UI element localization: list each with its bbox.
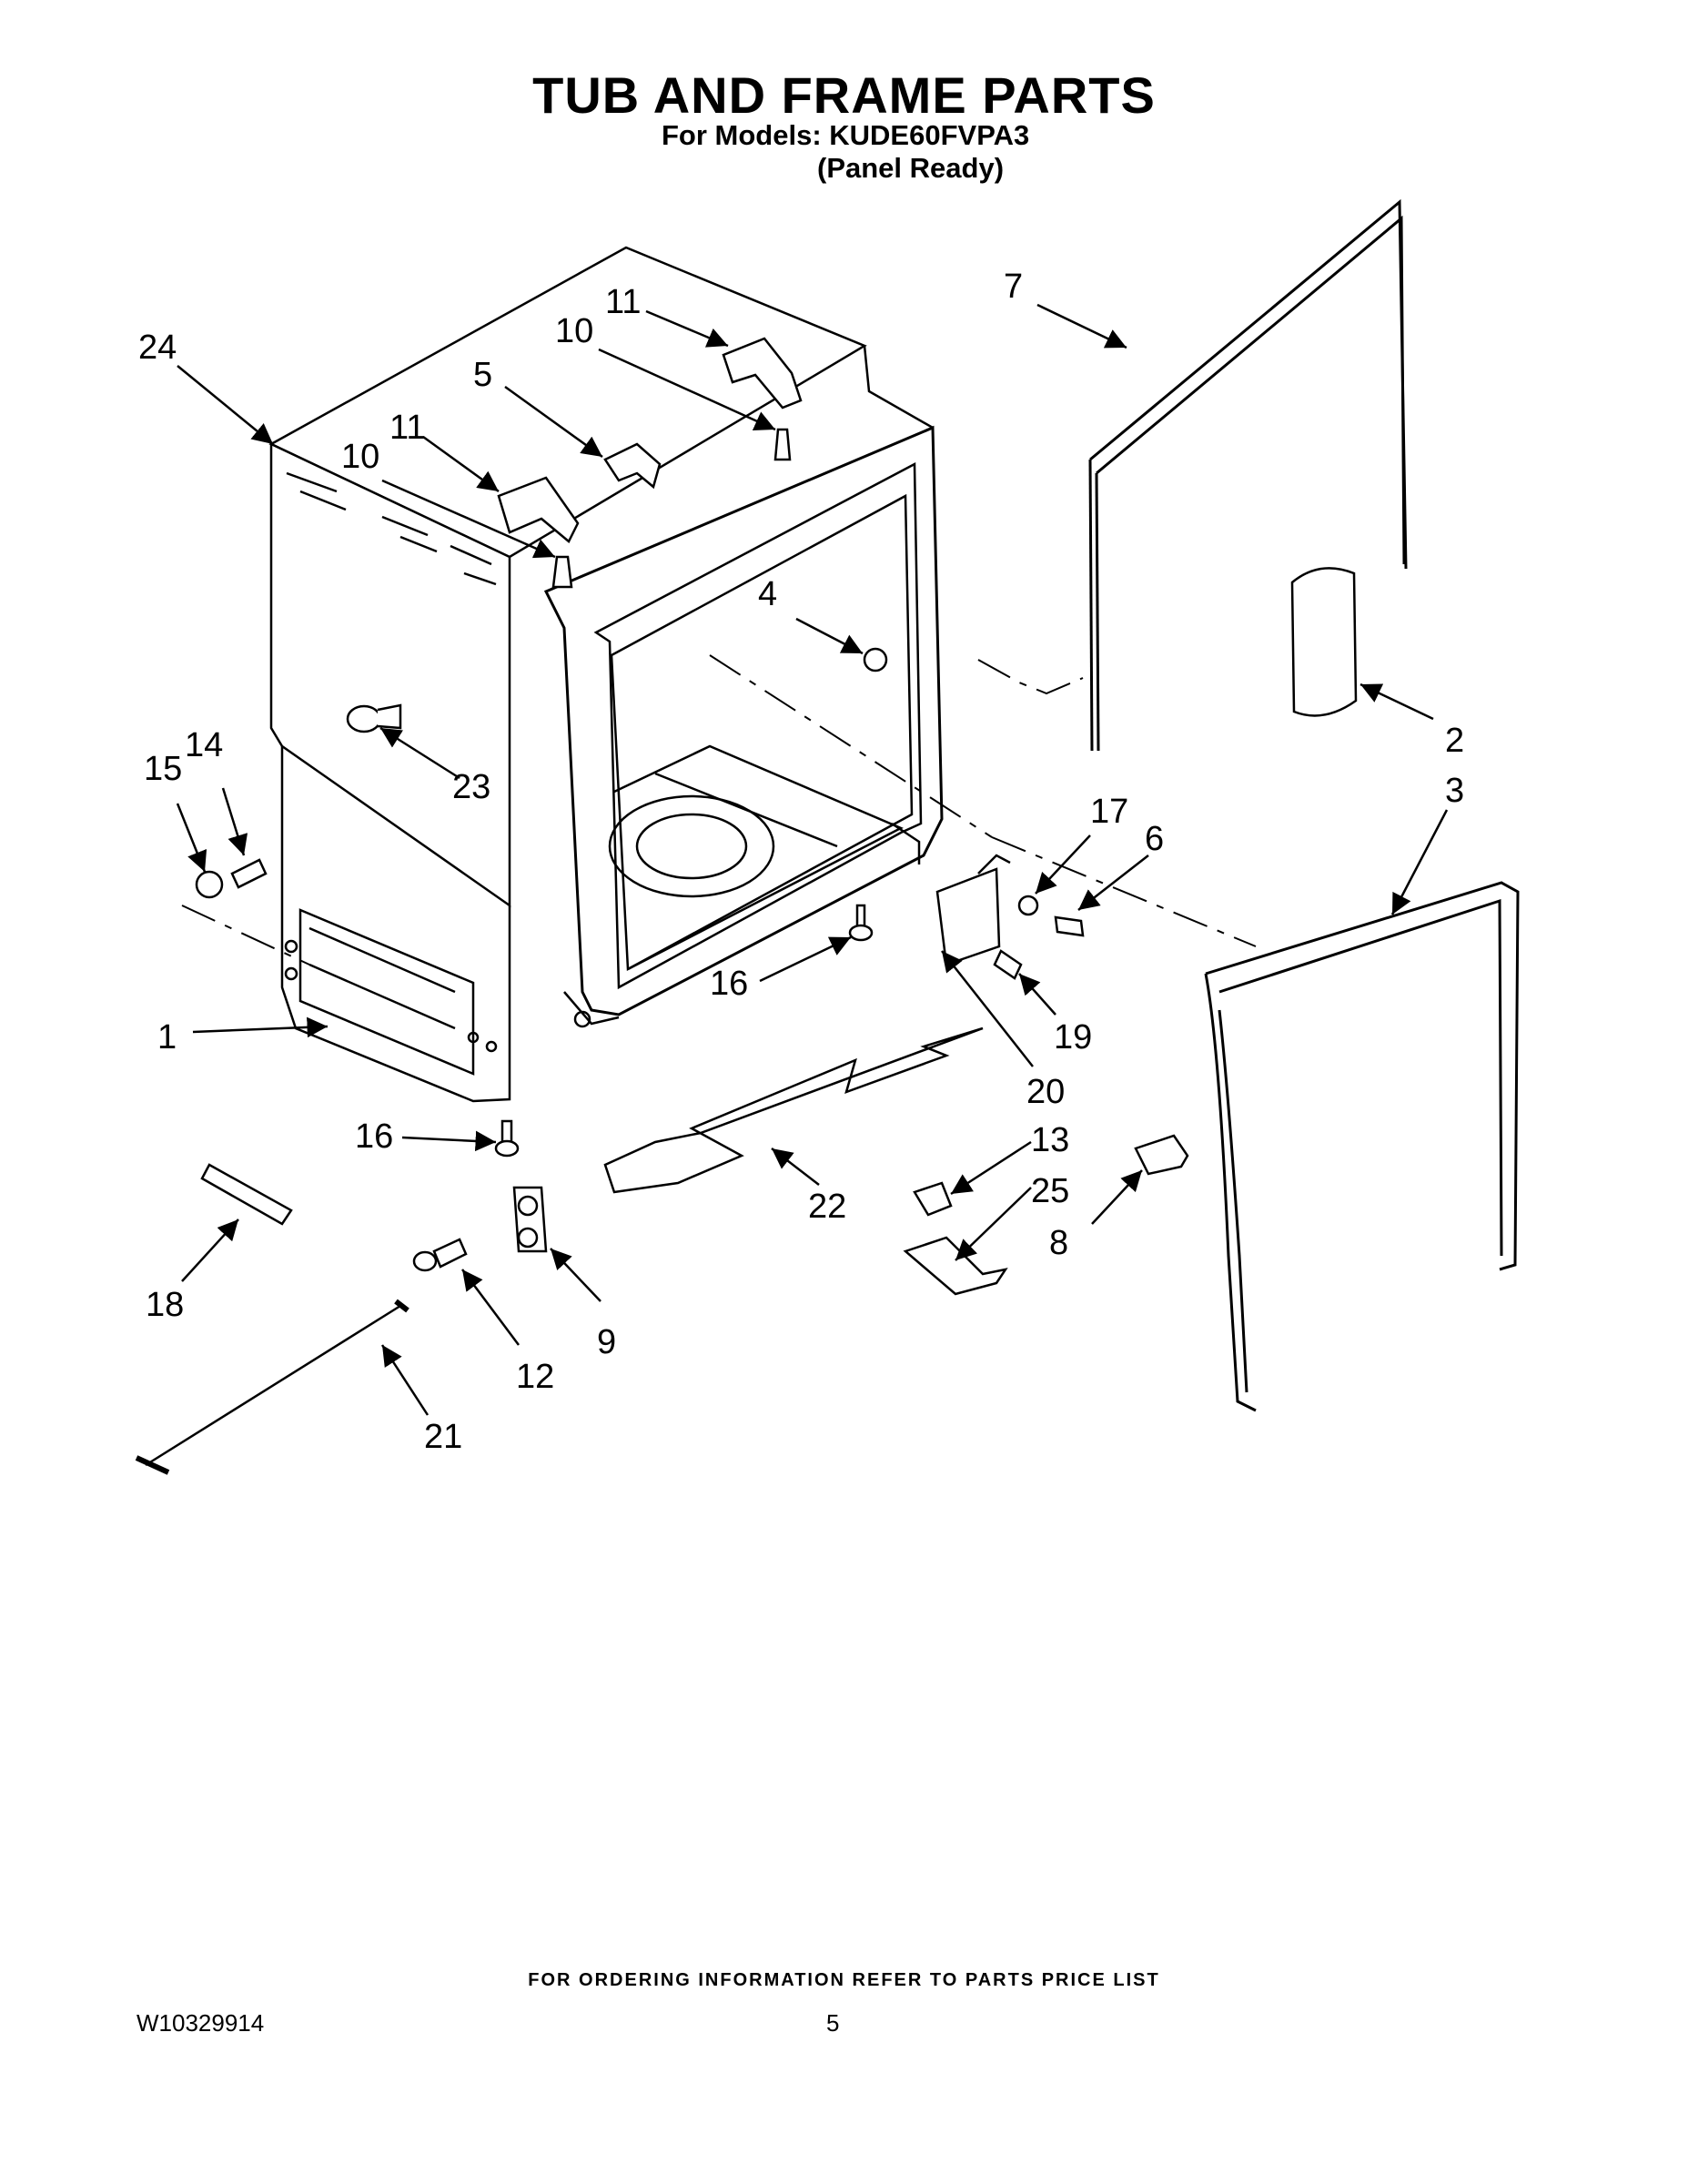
part-bracket-13 [913,1181,953,1217]
part-screw-left [551,555,573,589]
callout-4: 4 [758,575,777,613]
part-foot-16b [494,1119,520,1158]
leader-lines [176,303,1449,1416]
callout-5: 5 [473,356,492,394]
callout-labels: 24 11 10 5 11 10 7 4 2 3 15 14 23 17 6 1… [138,268,1464,1456]
callout-10-top: 10 [555,312,593,350]
callout-6: 6 [1145,820,1164,858]
callout-11-left: 11 [389,409,425,447]
callout-18: 18 [146,1286,184,1324]
callout-22: 22 [808,1188,846,1226]
part-washer-17 [1017,895,1039,916]
models-line: For Models: KUDE60FVPA3 [662,119,1030,151]
callout-10-left: 10 [341,438,379,476]
callout-24: 24 [138,329,177,367]
callout-9: 9 [597,1323,616,1361]
variant-line: (Panel Ready) [817,152,1005,184]
callout-2: 2 [1445,722,1464,760]
callout-16-lower: 16 [355,1117,393,1156]
part-bracket-20 [935,854,1011,966]
part-screw-6 [1054,915,1085,937]
callout-3: 3 [1445,772,1464,810]
callout-8: 8 [1049,1224,1068,1262]
part-seal-7 [1088,198,1408,752]
callout-20: 20 [1026,1073,1065,1111]
callout-15: 15 [144,750,182,788]
part-hinge-bracket-top [722,337,803,410]
part-hinge-bracket-left [497,476,580,543]
part-spring-18 [200,1163,293,1226]
callout-16-upper: 16 [710,965,748,1003]
callout-1: 1 [157,1018,177,1057]
tub-body [268,246,944,1103]
page-title: TUB AND FRAME PARTS [532,66,1156,124]
part-screw-19 [993,949,1023,980]
part-fastener-23 [346,703,402,733]
part-plate-22 [603,1026,984,1194]
document-number: W10329914 [136,2009,265,2037]
part-gasket-3 [1204,881,1520,1412]
part-foot-16a [848,904,874,942]
callout-21: 21 [424,1418,462,1456]
part-bracket-5 [603,442,662,490]
callout-23: 23 [452,768,490,806]
callout-13: 13 [1031,1121,1069,1159]
callout-14: 14 [185,726,223,764]
phantom-lines [181,654,1257,966]
part-roller-9 [512,1186,548,1253]
part-cable-21 [135,1299,409,1475]
callout-11-top: 11 [605,283,641,321]
ordering-note: FOR ORDERING INFORMATION REFER TO PARTS … [528,1970,1160,1990]
part-latch-8 [1134,1134,1189,1176]
callout-7: 7 [1004,268,1023,306]
part-wire-15 [195,858,268,899]
callout-17: 17 [1090,793,1128,831]
part-screw-top [773,428,792,461]
part-bracket-25 [903,1236,1008,1296]
part-screw-12 [412,1238,468,1272]
callout-12: 12 [516,1358,554,1396]
callout-25: 25 [1031,1172,1069,1210]
page-number: 5 [826,2009,840,2037]
part-plug-4 [863,647,888,672]
part-sleeve-2 [1290,567,1358,717]
callout-19: 19 [1054,1018,1092,1057]
